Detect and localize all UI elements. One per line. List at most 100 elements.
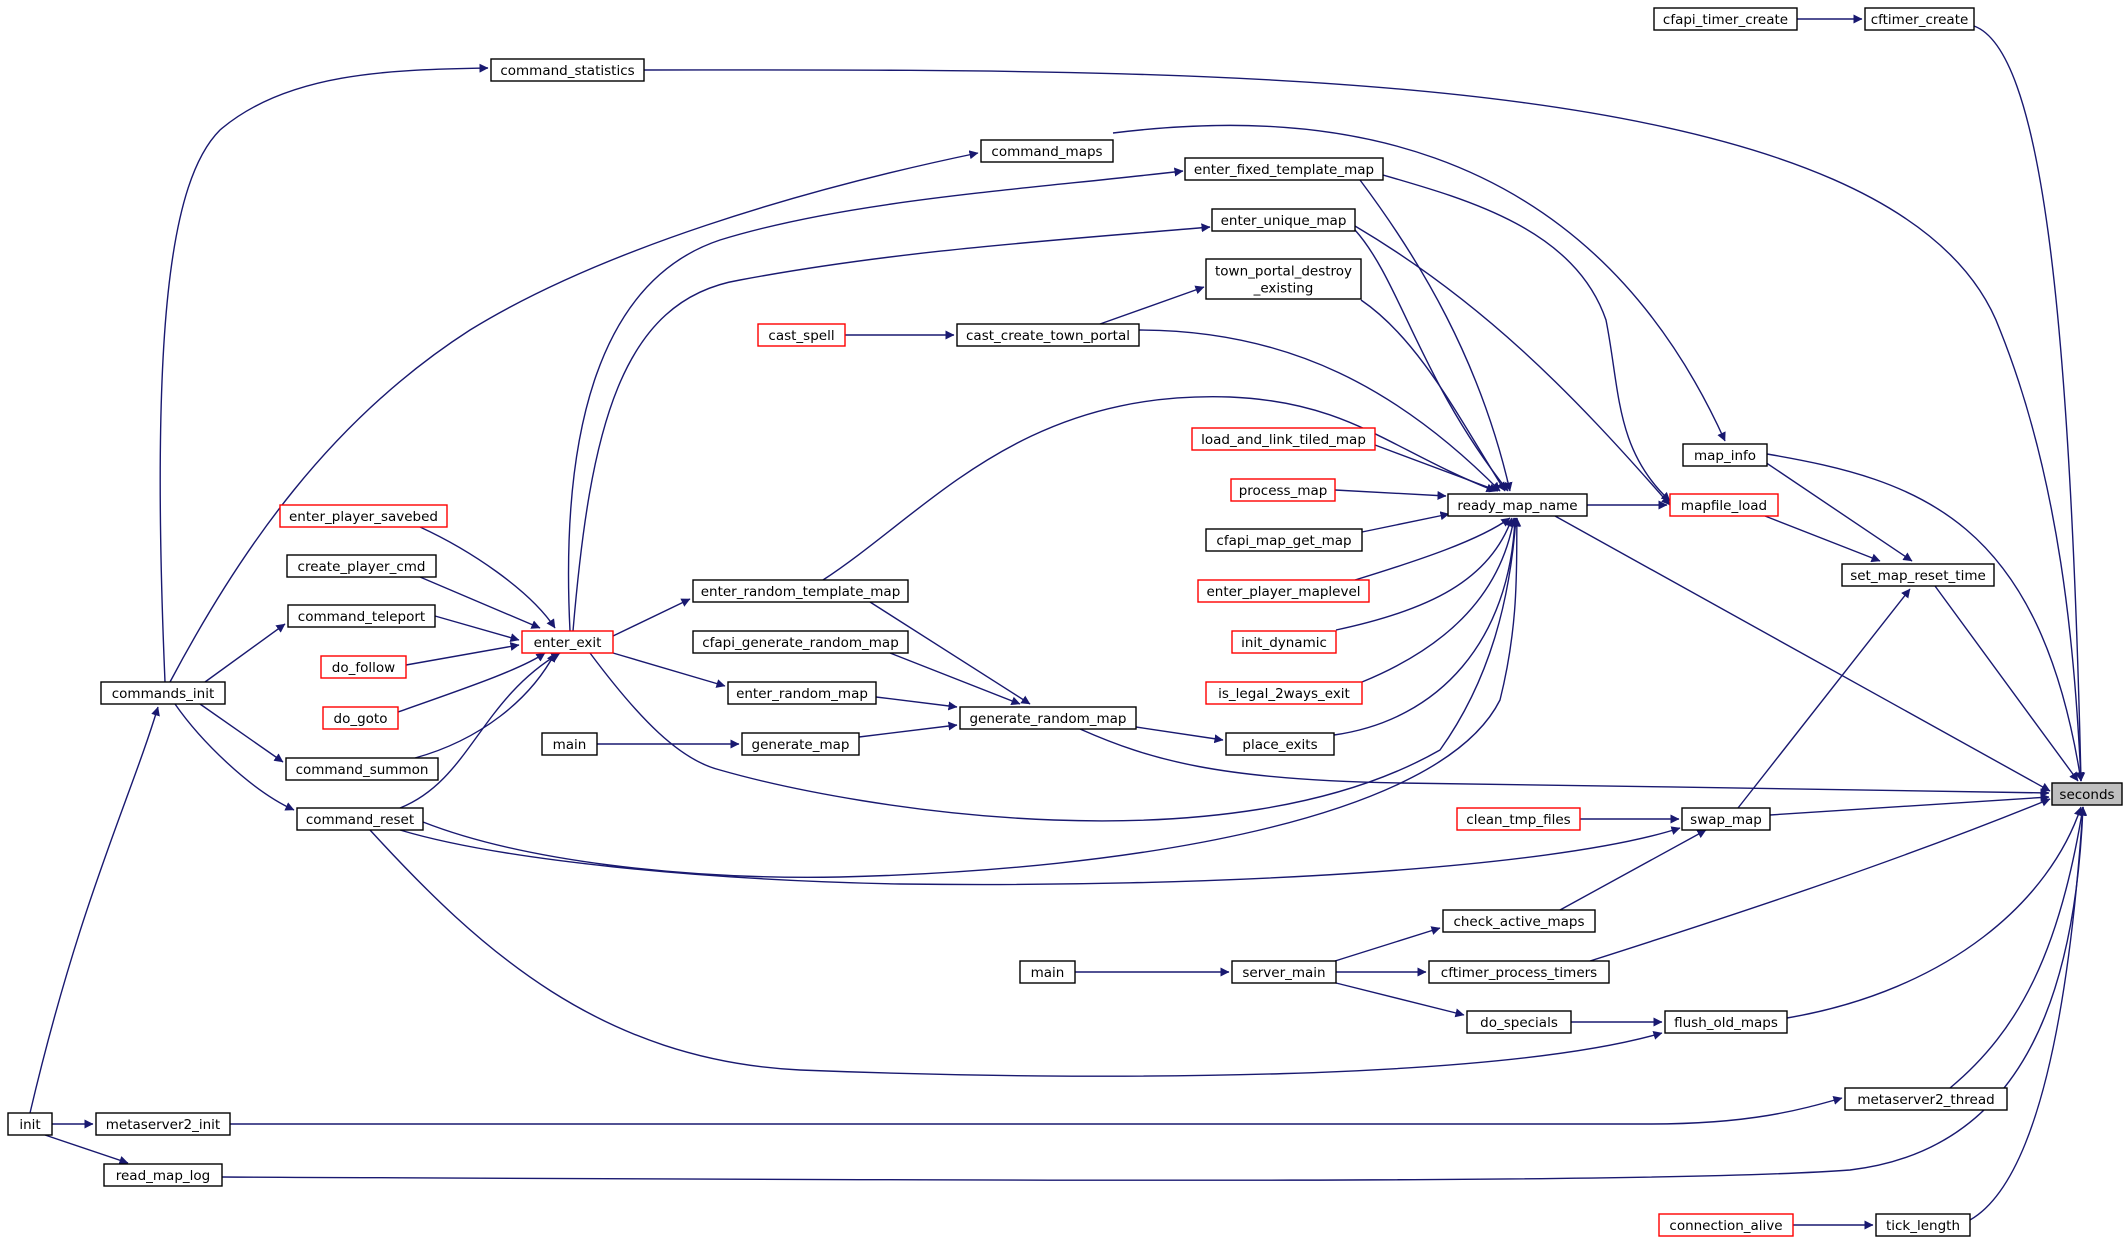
node-box xyxy=(1191,427,1376,451)
node-is-legal-2ways-exit[interactable]: is_legal_2ways_exit xyxy=(1205,681,1363,705)
edge-line xyxy=(419,526,556,629)
edge-line xyxy=(221,806,2088,1181)
node-label: command_maps xyxy=(991,144,1102,160)
node-seconds[interactable]: seconds xyxy=(2051,782,2123,806)
node-box xyxy=(692,630,909,654)
node-connection-alive[interactable]: connection_alive xyxy=(1658,1213,1794,1237)
node-place-exits[interactable]: place_exits xyxy=(1225,732,1335,756)
node-init-dynamic[interactable]: init_dynamic xyxy=(1231,630,1337,654)
node-command-statistics[interactable]: command_statistics xyxy=(490,58,645,82)
node-label: server_main xyxy=(1242,965,1325,981)
edge-read_map_log-to-seconds xyxy=(221,806,2088,1181)
node-mapfile-load[interactable]: mapfile_load xyxy=(1669,493,1779,517)
node-enter-player-savebed[interactable]: enter_player_savebed xyxy=(279,504,448,528)
node-cfapi-timer-create[interactable]: cfapi_timer_create xyxy=(1653,7,1798,31)
node-main2[interactable]: main xyxy=(1019,960,1076,984)
edge-enter_random_map-to-generate_random_map xyxy=(875,696,958,711)
node-label: enter_fixed_template_map xyxy=(1194,162,1374,178)
node-label: commands_init xyxy=(112,686,215,702)
node-load-and-link-tiled-map[interactable]: load_and_link_tiled_map xyxy=(1191,427,1376,451)
node-label: do_goto xyxy=(334,711,388,727)
edge-line xyxy=(1786,806,2083,1019)
node-box xyxy=(1205,528,1363,552)
node-label: command_teleport xyxy=(298,609,425,625)
node-clean-tmp-files[interactable]: clean_tmp_files xyxy=(1456,807,1581,831)
edge-line xyxy=(399,826,1681,886)
node-main1[interactable]: main xyxy=(541,732,598,756)
node-enter-exit[interactable]: enter_exit xyxy=(521,630,614,654)
node-set-map-reset-time[interactable]: set_map_reset_time xyxy=(1841,563,1995,587)
node-box xyxy=(279,504,448,528)
node-init[interactable]: init xyxy=(7,1112,53,1136)
node-server-main[interactable]: server_main xyxy=(1231,960,1337,984)
edge-line xyxy=(1354,517,1511,581)
edge-init-to-read_map_log xyxy=(44,1134,129,1165)
node-box xyxy=(1669,493,1779,517)
node-label: generate_random_map xyxy=(969,711,1126,727)
edge-commands_init-to-command_maps xyxy=(169,150,979,683)
edge-generate_random_map-to-seconds xyxy=(1079,728,2050,798)
node-create-player-cmd[interactable]: create_player_cmd xyxy=(286,554,437,578)
node-do-follow[interactable]: do_follow xyxy=(320,655,407,679)
node-enter-fixed-template-map[interactable]: enter_fixed_template_map xyxy=(1184,157,1384,181)
node-do-specials[interactable]: do_specials xyxy=(1466,1010,1572,1034)
edge-line xyxy=(1135,726,1224,744)
edge-line xyxy=(1969,806,2087,1221)
edge-line xyxy=(822,396,1496,581)
node-label: init xyxy=(19,1117,40,1133)
edge-enter_player_maplevel-to-ready_map_name xyxy=(1354,517,1511,581)
node-command-summon[interactable]: command_summon xyxy=(285,757,439,781)
node-box xyxy=(322,706,399,730)
node-box xyxy=(1875,1213,1971,1237)
edge-command_teleport-to-enter_exit xyxy=(434,615,520,642)
node-generate-map[interactable]: generate_map xyxy=(741,732,860,756)
node-process-map[interactable]: process_map xyxy=(1230,478,1336,502)
edge-enter_random_template_map-to-ready_map_name xyxy=(822,396,1496,581)
edge-line xyxy=(422,517,1522,878)
edge-enter_fixed_template_map-to-ready_map_name xyxy=(1359,179,1513,492)
node-cfapi-map-get-map[interactable]: cfapi_map_get_map xyxy=(1205,528,1363,552)
node-cftimer-process-timers[interactable]: cftimer_process_timers xyxy=(1428,960,1610,984)
node-command-teleport[interactable]: command_teleport xyxy=(287,604,436,628)
node-box xyxy=(1211,208,1356,232)
node-map-info[interactable]: map_info xyxy=(1682,443,1768,467)
node-box xyxy=(1664,1010,1788,1034)
node-cast-create-town-portal[interactable]: cast_create_town_portal xyxy=(956,323,1140,347)
edge-do_follow-to-enter_exit xyxy=(405,642,520,666)
node-metaserver2-thread[interactable]: metaserver2_thread xyxy=(1844,1087,2008,1111)
node-swap-map[interactable]: swap_map xyxy=(1681,807,1771,831)
node-enter-random-map[interactable]: enter_random_map xyxy=(727,681,877,705)
edge-line xyxy=(1761,459,1913,562)
node-command-maps[interactable]: command_maps xyxy=(980,139,1114,163)
node-command-reset[interactable]: command_reset xyxy=(296,807,424,831)
edge-line xyxy=(612,652,726,688)
node-enter-random-template-map[interactable]: enter_random_template_map xyxy=(692,579,909,603)
node-label: cftimer_process_timers xyxy=(1441,965,1597,981)
edge-enter_exit-to-ready_map_name xyxy=(589,517,1520,822)
node-do-goto[interactable]: do_goto xyxy=(322,706,399,730)
node-box xyxy=(1864,7,1975,31)
node-enter-player-maplevel[interactable]: enter_player_maplevel xyxy=(1197,579,1370,603)
edge-commands_init-to-command_reset xyxy=(174,703,295,811)
node-metaserver2-init[interactable]: metaserver2_init xyxy=(95,1112,231,1136)
node-generate-random-map[interactable]: generate_random_map xyxy=(959,706,1137,730)
node-label: swap_map xyxy=(1690,812,1762,828)
node-label: enter_random_template_map xyxy=(701,584,901,600)
edge-line xyxy=(405,642,520,666)
node-enter-unique-map[interactable]: enter_unique_map xyxy=(1211,208,1356,232)
node-ready-map-name[interactable]: ready_map_name xyxy=(1447,493,1588,517)
node-check-active-maps[interactable]: check_active_maps xyxy=(1442,909,1596,933)
edge-line xyxy=(1335,982,1465,1018)
node-cfapi-generate-random-map[interactable]: cfapi_generate_random_map xyxy=(692,630,909,654)
node-read-map-log[interactable]: read_map_log xyxy=(103,1163,223,1187)
edge-line xyxy=(1764,515,1881,563)
node-label: do_follow xyxy=(332,660,395,676)
edge-command_statistics-to-seconds xyxy=(643,69,2086,782)
node-cast-spell[interactable]: cast_spell xyxy=(757,323,846,347)
node-town-portal-destroy-existing[interactable]: town_portal_destroy_existing xyxy=(1205,258,1362,300)
node-commands-init[interactable]: commands_init xyxy=(100,681,226,705)
node-flush-old-maps[interactable]: flush_old_maps xyxy=(1664,1010,1788,1034)
node-tick-length[interactable]: tick_length xyxy=(1875,1213,1971,1237)
node-cftimer-create[interactable]: cftimer_create xyxy=(1864,7,1975,31)
edge-command_reset-to-swap_map xyxy=(399,826,1681,886)
